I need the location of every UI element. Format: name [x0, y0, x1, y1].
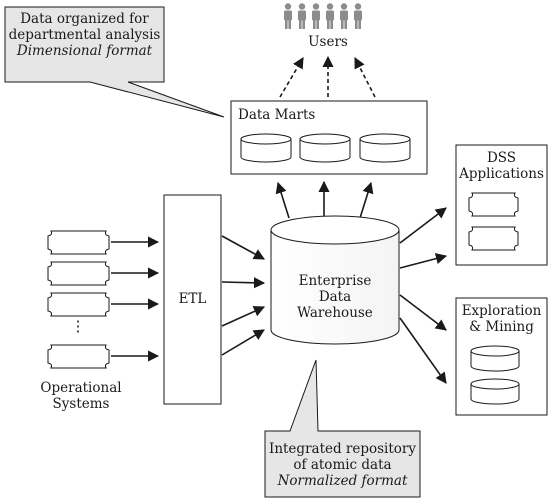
datamart-cylinder-icon: [240, 133, 292, 163]
callout-bottom-line3: Normalized format: [277, 472, 408, 489]
user-icon: [298, 3, 306, 29]
solid-arrow: [221, 235, 265, 260]
operational-source-icons: [47, 230, 110, 369]
user-icon: [326, 3, 334, 29]
warehouse-line2: Data: [318, 288, 352, 305]
dashed-arrow: [279, 57, 304, 98]
solid-arrow: [399, 317, 447, 384]
warehouse-line1: Enterprise: [298, 273, 372, 289]
operational-line1: Operational: [40, 380, 122, 396]
datamart-cylinder-icon: [299, 133, 351, 163]
sources-to-etl-arrows: [111, 236, 160, 362]
solid-arrow: [399, 253, 448, 269]
solid-arrow: [221, 329, 265, 356]
warehouse-cylinder: [270, 215, 400, 345]
exploration-label: Exploration & Mining: [456, 303, 547, 336]
etl-to-warehouse-arrows: [221, 235, 266, 356]
warehouse-to-marts-arrows: [275, 180, 374, 219]
source-system-icon: [47, 292, 110, 317]
dss-line2: Applications: [459, 165, 544, 182]
data-mart-cylinders: [240, 133, 411, 163]
users-icon-group: [284, 3, 362, 29]
user-icon: [284, 3, 292, 29]
warehouse-to-right-arrows: [399, 207, 448, 384]
callout-bottom-text: Integrated repository of atomic data Nor…: [265, 441, 420, 490]
callout-bottom-line2: of atomic data: [293, 456, 392, 473]
solid-arrow: [399, 294, 447, 331]
solid-arrow: [275, 181, 290, 219]
dss-label: DSS Applications: [456, 150, 547, 183]
source-system-icon: [47, 230, 110, 255]
data-marts-title: Data Marts: [238, 107, 316, 123]
etl-box: [163, 194, 222, 405]
etl-label: ETL: [178, 291, 207, 307]
solid-arrow: [221, 306, 266, 327]
callout-bottom-shape: [264, 359, 421, 498]
source-system-icon: [47, 344, 110, 369]
callout-top-line3: Dimensional format: [16, 42, 153, 59]
datamart-cylinder-icon: [359, 133, 411, 163]
operational-line2: Systems: [52, 395, 110, 412]
ellipsis-glyph: ⋮: [70, 317, 86, 335]
callout-top-text: Data organized for departmental analysis…: [5, 11, 164, 60]
application-icon: [468, 226, 519, 251]
dashed-arrow: [354, 57, 376, 98]
application-icon: [468, 192, 519, 217]
operational-label: Operational Systems: [35, 380, 127, 413]
marts-to-users-arrows: [279, 55, 376, 98]
user-icon: [312, 3, 320, 29]
warehouse-label: Enterprise Data Warehouse: [271, 273, 399, 322]
callout-top-line1: Data organized for: [20, 11, 149, 27]
user-icon: [354, 3, 362, 29]
solid-arrow: [399, 207, 447, 244]
source-system-icon: [47, 261, 110, 286]
callout-top-line2: departmental analysis: [8, 26, 161, 43]
exploration-line1: Exploration: [461, 303, 542, 319]
exploration-cylinders: [470, 345, 520, 405]
callout-bottom-line1: Integrated repository: [268, 441, 417, 457]
callout-top-shape: [4, 6, 225, 118]
exploration-cylinder-icon: [470, 345, 520, 372]
solid-arrow: [359, 181, 374, 219]
exploration-line2: & Mining: [469, 318, 534, 335]
users-label: Users: [308, 34, 348, 50]
dss-app-icons: [468, 192, 519, 251]
user-icon: [340, 3, 348, 29]
dss-line1: DSS: [486, 150, 517, 166]
warehouse-line3: Warehouse: [297, 304, 373, 321]
solid-arrow: [221, 277, 266, 289]
exploration-cylinder-icon: [470, 378, 520, 405]
